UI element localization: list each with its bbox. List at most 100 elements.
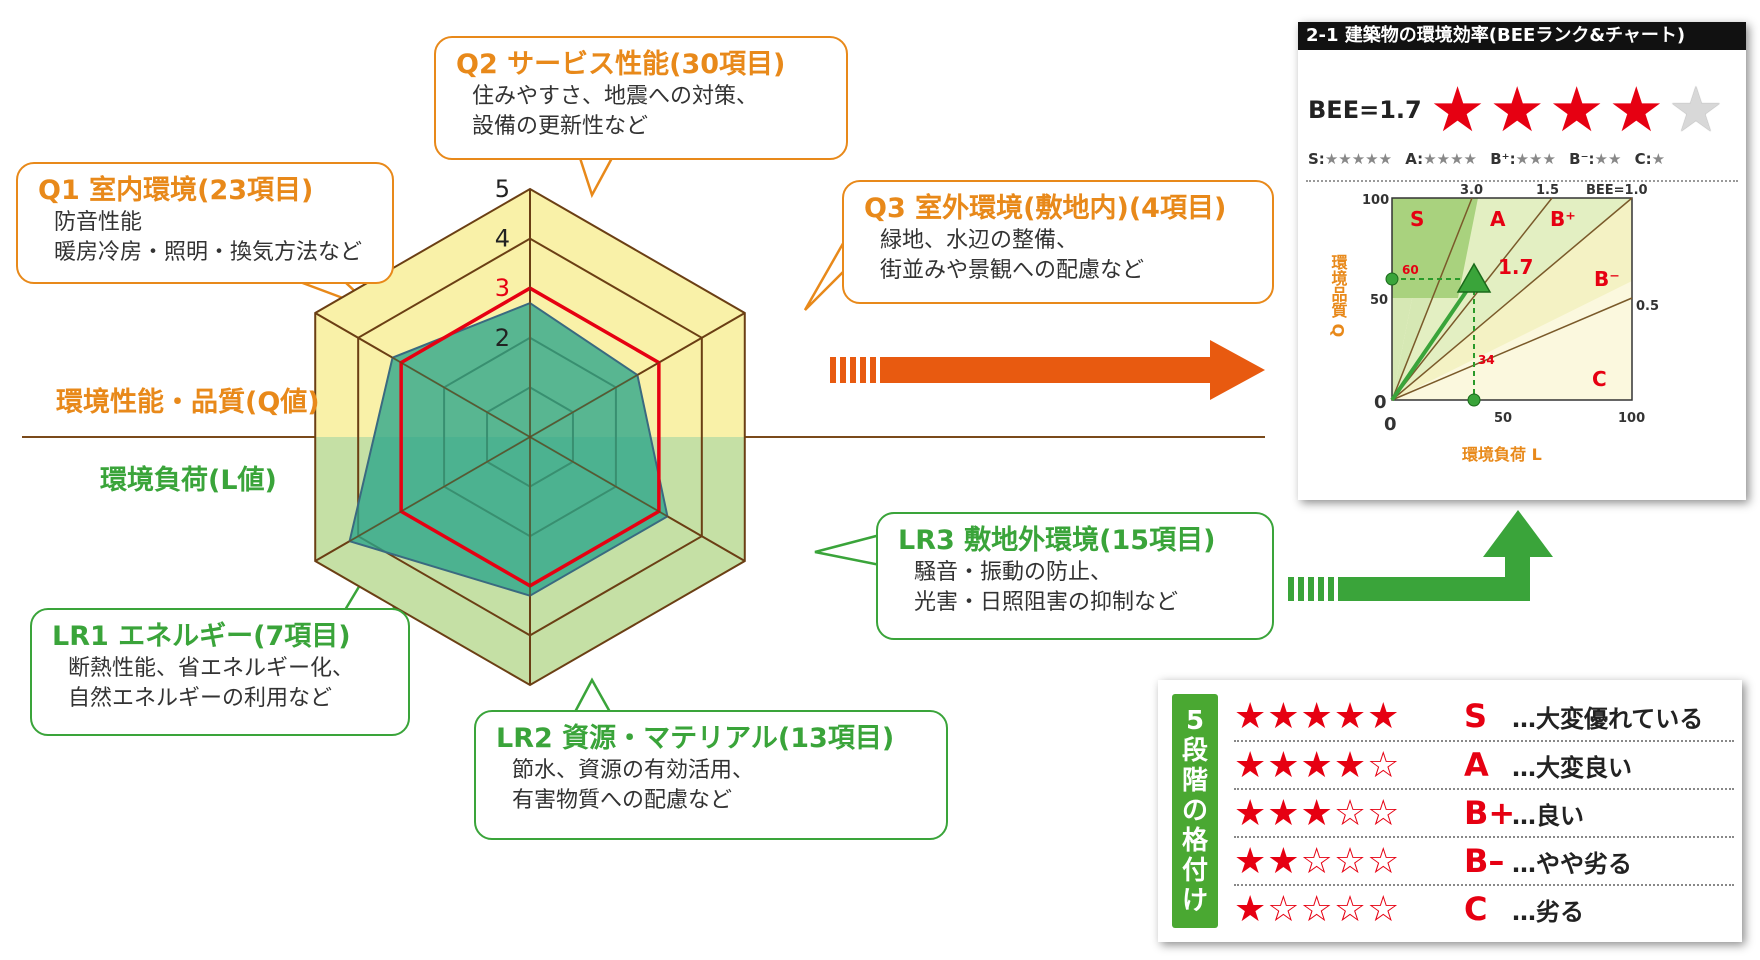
side-char-6: 付 [1181,856,1208,886]
scale-bminus-label: B⁻: [1569,150,1595,168]
callout-lr3-line-2: 光害・日照阻害の抑制など [914,590,1179,615]
y-tick-50: 50 [1370,293,1388,308]
side-char-2: 段 [1181,736,1208,766]
arrow-green [1288,510,1553,601]
bee-ylabel: 環境品質 Q [1329,254,1348,337]
rating-row-s-stars: ★★★★★ [1234,695,1401,737]
scale-bplus-label: B⁺: [1490,150,1516,168]
scale-bminus-stars: ★★ [1594,150,1622,168]
callout-q1-line-1: 防音性能 [54,210,143,235]
callout-lr2-line-1: 節水、資源の有効活用、 [512,758,755,783]
radar-level-label: 2 [495,324,510,352]
rating-row-s-grade: S [1464,697,1488,735]
callout-q2-line-2: 設備の更新性など [472,114,649,139]
zone-s: S [1410,207,1424,231]
bee-scale-legend: S:★★★★★ A:★★★★ B⁺:★★★ B⁻:★★ C:★ [1308,150,1665,168]
top-tick-3: 3.0 [1460,183,1483,198]
callout-lr3-line-1: 騒音・振動の防止、 [914,560,1113,585]
rating-row-bplus-stars: ★★★☆☆ [1234,792,1401,834]
zone-a: A [1490,207,1506,231]
side-char-4: の [1181,796,1208,826]
bee-xlabel: 環境負荷 L [1462,445,1542,464]
callout-lr2: LR2 資源・マテリアル(13項目) 節水、資源の有効活用、 有害物質への配慮な… [474,710,948,840]
scale-s-label: S: [1308,150,1325,168]
zone-bplus: B⁺ [1550,207,1576,231]
rating-row-bplus-meaning: …良い [1512,801,1584,830]
radar-spoke-overlay [314,436,531,562]
callout-lr2-line-2: 有害物質への配慮など [512,788,733,813]
rating-legend: 5 段 階 の 格 付 け ★★★★★ S …大変優れている ★★★★☆ A …… [1158,680,1742,942]
rating-row-bminus-stars: ★★☆☆☆ [1234,840,1401,882]
scale-a-label: A: [1405,150,1424,168]
scale-c-label: C: [1634,150,1652,168]
rating-row-bminus: ★★☆☆☆ B– …やや劣る [1234,837,1734,885]
scale-s-stars: ★★★★★ [1324,150,1393,168]
y-tick-100: 100 [1362,193,1389,208]
callout-lr3: LR3 敷地外環境(15項目) 騒音・振動の防止、 光害・日照阻害の抑制など [876,512,1274,640]
callout-q3-line-1: 緑地、水辺の整備、 [880,228,1079,253]
bee-panel-separator [1306,180,1738,182]
bee-vector [1390,284,1472,402]
x-tick-50: 50 [1494,411,1512,426]
bee-star-empty-icon: ★ [1668,73,1724,146]
rating-side-label: 5 段 階 の 格 付 け [1172,694,1218,928]
x-tick-100: 100 [1618,411,1645,426]
bee-star-filled-icon: ★ [1608,73,1665,146]
side-char-3: 階 [1181,766,1208,796]
bee-plot-frame [1391,197,1633,401]
rating-divider [1234,836,1734,838]
top-tick-1: BEE=1.0 [1586,183,1648,198]
top-tick-1-5: 1.5 [1536,183,1559,198]
bee-stars: ★★★★★ [1430,73,1728,146]
rating-row-c-grade: C [1464,890,1488,928]
rating-row-c: ★☆☆☆☆ C …劣る [1234,885,1734,933]
rating-row-s: ★★★★★ S …大変優れている [1234,692,1734,740]
bee-rank-row: BEE=1.7 ★★★★★ [1308,73,1728,146]
arrow-orange [830,340,1265,400]
rating-row-a-grade: A [1464,746,1489,784]
rating-divider [1234,788,1734,790]
rating-row-a-meaning: …大変良い [1512,753,1632,782]
line-bee-0-5 [1391,297,1633,401]
rating-row-bminus-grade: B– [1464,842,1505,880]
lr3-pointer [814,533,882,567]
l-axis-label: 環境負荷(L値) [100,465,277,496]
zone-bminus: B⁻ [1594,267,1620,291]
scale-bplus-stars: ★★★ [1515,150,1556,168]
radar-spoke-overlay [529,312,746,438]
line-bee-1-5 [1391,197,1553,401]
zone-c: C [1592,367,1607,391]
callout-lr1-line-1: 断熱性能、省エネルギー化、 [68,656,355,681]
rating-row-bplus: ★★★☆☆ B+ …良い [1234,789,1734,837]
rating-row-s-meaning: …大変優れている [1512,704,1704,733]
q2-pointer [578,156,615,199]
radar-level-label: 5 [495,175,510,203]
bee-star-filled-icon: ★ [1489,73,1545,146]
bee-value-label: BEE=1.7 [1308,96,1422,124]
l-dot [1467,393,1481,407]
bee-panel: 2-1 建築物の環境効率(BEEランク&チャート) BEE=1.7 ★★★★★ … [1298,22,1746,500]
side-char-1: 5 [1185,706,1205,736]
scale-c-stars: ★ [1651,150,1666,168]
y-tick-0: 0 [1374,392,1387,413]
callout-lr1-title: LR1 エネルギー(7項目) [52,621,351,652]
callout-q2-title: Q2 サービス性能(30項目) [456,49,786,80]
rating-divider [1234,740,1734,742]
radar-spoke-overlay [314,312,531,438]
l-value-label: 34 [1478,353,1495,367]
q-axis-label: 環境性能・品質(Q値) [56,387,320,418]
callout-q3-line-2: 街並みや景観への配慮など [880,258,1145,283]
callout-lr1-line-2: 自然エネルギーの利用など [68,686,333,711]
callout-lr1: LR1 エネルギー(7項目) 断熱性能、省エネルギー化、 自然エネルギーの利用な… [30,608,410,736]
q-value-label: 60 [1402,263,1419,277]
right-tick-0-5: 0.5 [1636,299,1659,314]
bee-panel-header: 2-1 建築物の環境効率(BEEランク&チャート) [1298,22,1746,50]
bee-point-marker [1456,262,1492,293]
lr2-pointer [572,677,613,714]
rating-row-c-stars: ★☆☆☆☆ [1234,888,1401,930]
rating-divider [1234,884,1734,886]
bee-point-label: 1.7 [1498,255,1533,279]
bee-star-filled-icon: ★ [1548,73,1605,146]
radar-level-label: 4 [495,225,510,253]
line-bee-3 [1391,197,1473,401]
